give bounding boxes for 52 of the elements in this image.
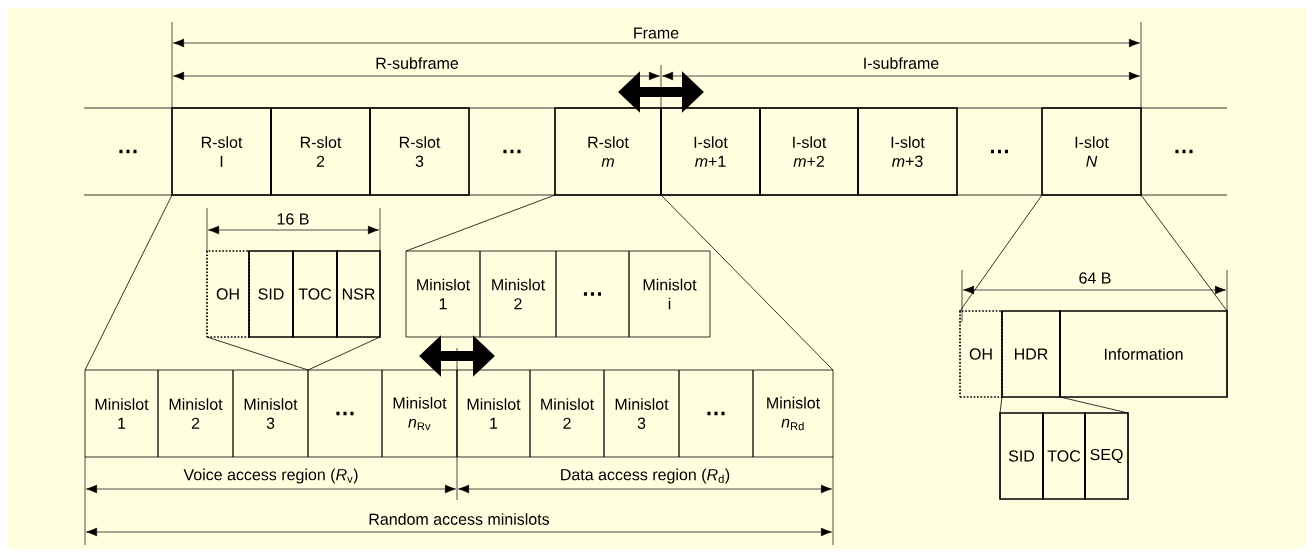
dimension-label: 16 B [277,213,309,225]
ellipsis-cell: … [119,149,137,154]
minislot-box: Minislot i [628,250,711,338]
zoom-line [959,194,1043,312]
slot-box: NSR [336,250,381,338]
slot-box: R-slot I [171,107,272,196]
dimension-label: Frame [634,27,679,39]
slot-box: I-slot N [1041,107,1142,196]
slot-box: R-slot 3 [369,107,470,196]
dimension-label: Random access minislots [369,513,550,525]
minislot-box: Minislot 2 [529,369,605,458]
slot-box: HDR [1001,310,1061,398]
minislot-box: Minislot 3 [603,369,680,458]
slot-box: SEQ [1084,412,1129,500]
zoom-line [206,336,309,371]
dimension-label: Voice access region (R$_{v}$) [183,468,358,484]
zoom-line [307,336,381,371]
minislot-box: Minislot n$_{Rd}$ [752,369,834,458]
zoom-line [999,396,1003,414]
minislot-box: Minislot 2 [157,369,234,458]
dimension-label: I-subframe [864,57,939,69]
slot-box: TOC [292,250,338,338]
zoom-line [660,194,834,371]
slot-box: R-slot m [554,107,662,196]
ellipsis-cell: … [990,149,1008,154]
zoom-line [1140,194,1228,312]
overhead-box: OH [206,250,250,338]
slot-box: TOC [1042,412,1086,500]
minislot-box: Minislot 1 [84,369,159,458]
minislot-box: … [307,369,383,458]
minislot-box: Minislot 3 [232,369,309,458]
minislot-box: … [555,250,630,338]
minislot-box: Minislot 1 [456,369,531,458]
slot-box: R-slot 2 [270,107,371,196]
overhead-box: OH [959,310,1003,398]
dimension-label: 64 B [1079,272,1111,284]
slot-box: I-slot m+1 [660,107,761,196]
dimension-label: R-subframe [376,57,459,69]
slot-box: I-slot m+2 [759,107,859,196]
minislot-box: Minislot 1 [405,250,481,338]
dimension-label: Data access region (R$_{d}$) [561,468,730,484]
minislot-box: Minislot 2 [479,250,557,338]
zoom-line [405,194,556,252]
slot-box: I-slot m+3 [857,107,958,196]
ellipsis-cell: … [1175,149,1193,154]
slot-box: SID [248,250,294,338]
minislot-box: Minislot n$_{Rv}$ [381,369,458,458]
ellipsis-cell: … [503,149,521,154]
slot-box: SID [999,412,1044,500]
slot-box: Information [1059,310,1228,398]
minislot-box: … [678,369,754,458]
zoom-line [84,194,173,371]
